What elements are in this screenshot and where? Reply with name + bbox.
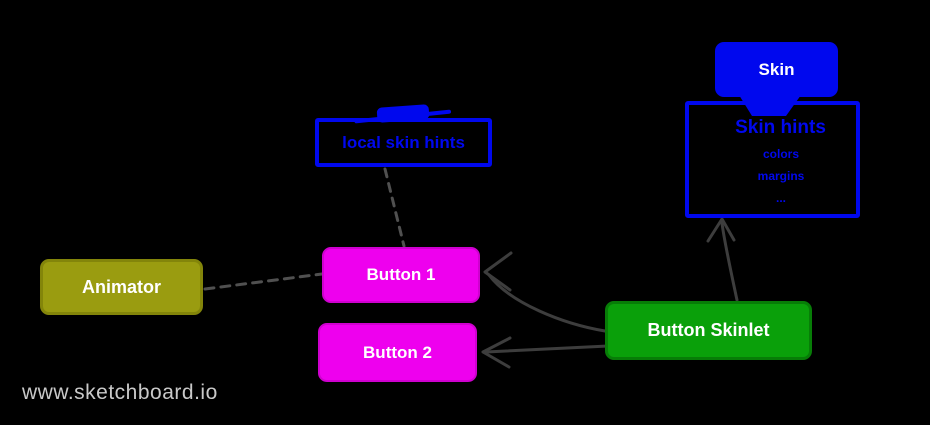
node-button-skinlet-label: Button Skinlet xyxy=(647,320,770,340)
skin-hints-item: margins xyxy=(757,169,805,183)
node-button1[interactable]: Button 1 xyxy=(322,247,480,303)
arrowhead-icon xyxy=(481,336,512,369)
node-button1-label: Button 1 xyxy=(366,265,436,284)
node-button-skinlet[interactable]: Button Skinlet xyxy=(605,301,812,360)
edge-buttonskinlet-button1[interactable] xyxy=(483,251,607,333)
skin-attachment-tab xyxy=(739,95,801,116)
arrowhead-icon xyxy=(706,217,736,243)
node-skin-label: Skin xyxy=(758,59,795,79)
skin-hints-item: ... xyxy=(775,191,786,205)
node-animator-label: Animator xyxy=(81,276,161,297)
edge-buttonskinlet-skinhints[interactable] xyxy=(706,217,739,302)
arrowhead-icon xyxy=(483,251,513,292)
node-button2-label: Button 2 xyxy=(363,342,432,362)
node-skin[interactable]: Skin xyxy=(715,42,838,97)
skin-hints-title: Skin hints xyxy=(735,117,826,138)
sketchboard-watermark: www.sketchboard.io xyxy=(22,381,218,404)
node-skin-hints[interactable]: Skin hints colors margins ... xyxy=(685,101,860,218)
node-button2[interactable]: Button 2 xyxy=(318,323,477,382)
node-animator[interactable]: Animator xyxy=(40,259,203,315)
skin-hints-item: colors xyxy=(762,147,799,161)
edge-localskinhints-button1[interactable] xyxy=(383,167,406,248)
edge-buttonskinlet-button2[interactable] xyxy=(481,336,610,369)
node-local-skin-hints[interactable]: local skin hints xyxy=(315,118,492,167)
edge-animator-button1[interactable] xyxy=(203,272,324,291)
node-local-skin-hints-label: local skin hints xyxy=(342,132,465,152)
